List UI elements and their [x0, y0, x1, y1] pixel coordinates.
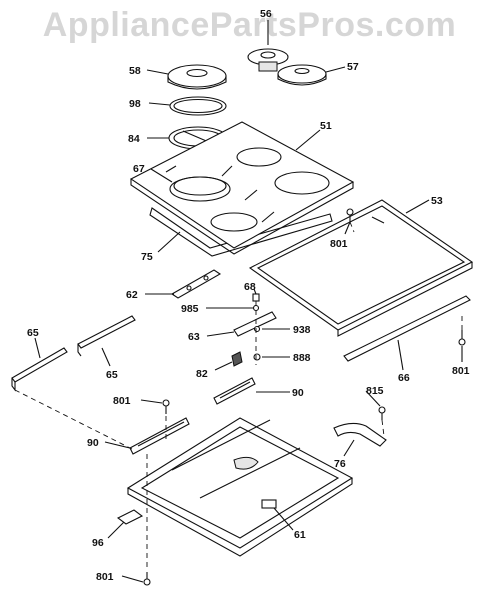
part-801-screw-top: [346, 208, 354, 222]
label-90-left: 90: [87, 437, 99, 449]
label-96: 96: [92, 537, 104, 549]
part-57: [277, 64, 327, 86]
part-801-screw-left: [162, 399, 170, 414]
part-801-screw-right: [458, 330, 466, 346]
part-53: [248, 199, 474, 337]
part-96: [116, 509, 144, 525]
label-58: 58: [129, 65, 141, 77]
label-51: 51: [320, 120, 332, 132]
label-76: 76: [334, 458, 346, 470]
part-76: [333, 422, 387, 447]
label-801-top: 801: [330, 238, 348, 250]
label-56: 56: [260, 8, 272, 20]
assembly-lines: [14, 221, 463, 570]
part-61: [126, 417, 354, 557]
label-98: 98: [129, 98, 141, 110]
part-815-screw: [378, 406, 386, 420]
part-68: [252, 293, 260, 302]
label-801-bottom: 801: [96, 571, 114, 583]
watermark: AppliancePartsPros.com: [42, 6, 457, 44]
part-labels: 56 58 57 98 84 51 67 75 53 801 62 68 985…: [27, 8, 470, 583]
label-57: 57: [347, 61, 359, 73]
label-68: 68: [244, 281, 256, 293]
label-815: 815: [366, 385, 384, 397]
part-801-screw-bottom: [143, 572, 151, 586]
part-98: [169, 96, 227, 116]
label-90-right: 90: [292, 387, 304, 399]
part-51: [129, 121, 355, 255]
label-65-middle: 65: [106, 369, 118, 381]
label-82: 82: [196, 368, 208, 380]
label-65-left: 65: [27, 327, 39, 339]
label-66: 66: [398, 372, 410, 384]
part-66: [343, 295, 471, 362]
part-63: [233, 311, 277, 337]
part-65-middle: [77, 315, 136, 357]
label-84: 84: [128, 133, 140, 145]
part-65-left: [11, 347, 68, 392]
label-75: 75: [141, 251, 153, 263]
part-90-left: [129, 417, 190, 455]
part-56: [247, 48, 289, 72]
part-985: [252, 304, 260, 312]
part-82: [231, 351, 243, 367]
label-801-left: 801: [113, 395, 131, 407]
label-63: 63: [188, 331, 200, 343]
part-90-right: [213, 377, 256, 405]
part-62: [170, 269, 222, 299]
label-888: 888: [293, 352, 311, 364]
label-62: 62: [126, 289, 138, 301]
part-58: [167, 64, 227, 90]
label-53: 53: [431, 195, 443, 207]
leader-lines: [34, 20, 463, 583]
part-888: [253, 353, 261, 361]
label-985: 985: [181, 303, 199, 315]
label-61: 61: [294, 529, 306, 541]
label-67: 67: [133, 163, 145, 175]
part-938: [253, 325, 261, 333]
label-938: 938: [293, 324, 311, 336]
part-75: [149, 207, 333, 257]
label-801-right: 801: [452, 365, 470, 377]
